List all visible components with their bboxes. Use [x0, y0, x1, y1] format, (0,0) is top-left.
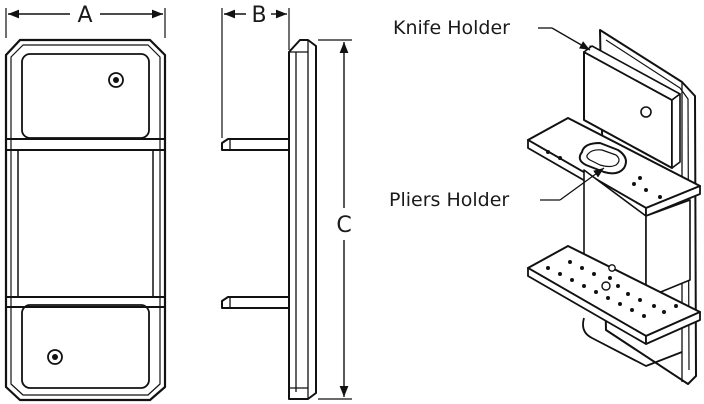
dimension-b-label: B — [251, 3, 266, 28]
dimension-c — [318, 39, 352, 400]
front-view — [4, 38, 167, 402]
dimension-a — [5, 8, 166, 38]
side-view — [221, 39, 317, 400]
front-screw-hole-bottom — [47, 349, 63, 365]
pliers-holder-label: Pliers Holder — [389, 189, 509, 211]
dimension-c-label: C — [336, 213, 351, 238]
pliers-holder-leader — [540, 167, 605, 201]
isometric-view — [527, 29, 701, 385]
dimension-b — [221, 8, 290, 138]
knife-holder-label: Knife Holder — [393, 17, 510, 39]
dimension-a-label: A — [77, 3, 92, 28]
knife-holder-leader — [538, 27, 591, 51]
front-screw-hole-top — [108, 72, 124, 88]
